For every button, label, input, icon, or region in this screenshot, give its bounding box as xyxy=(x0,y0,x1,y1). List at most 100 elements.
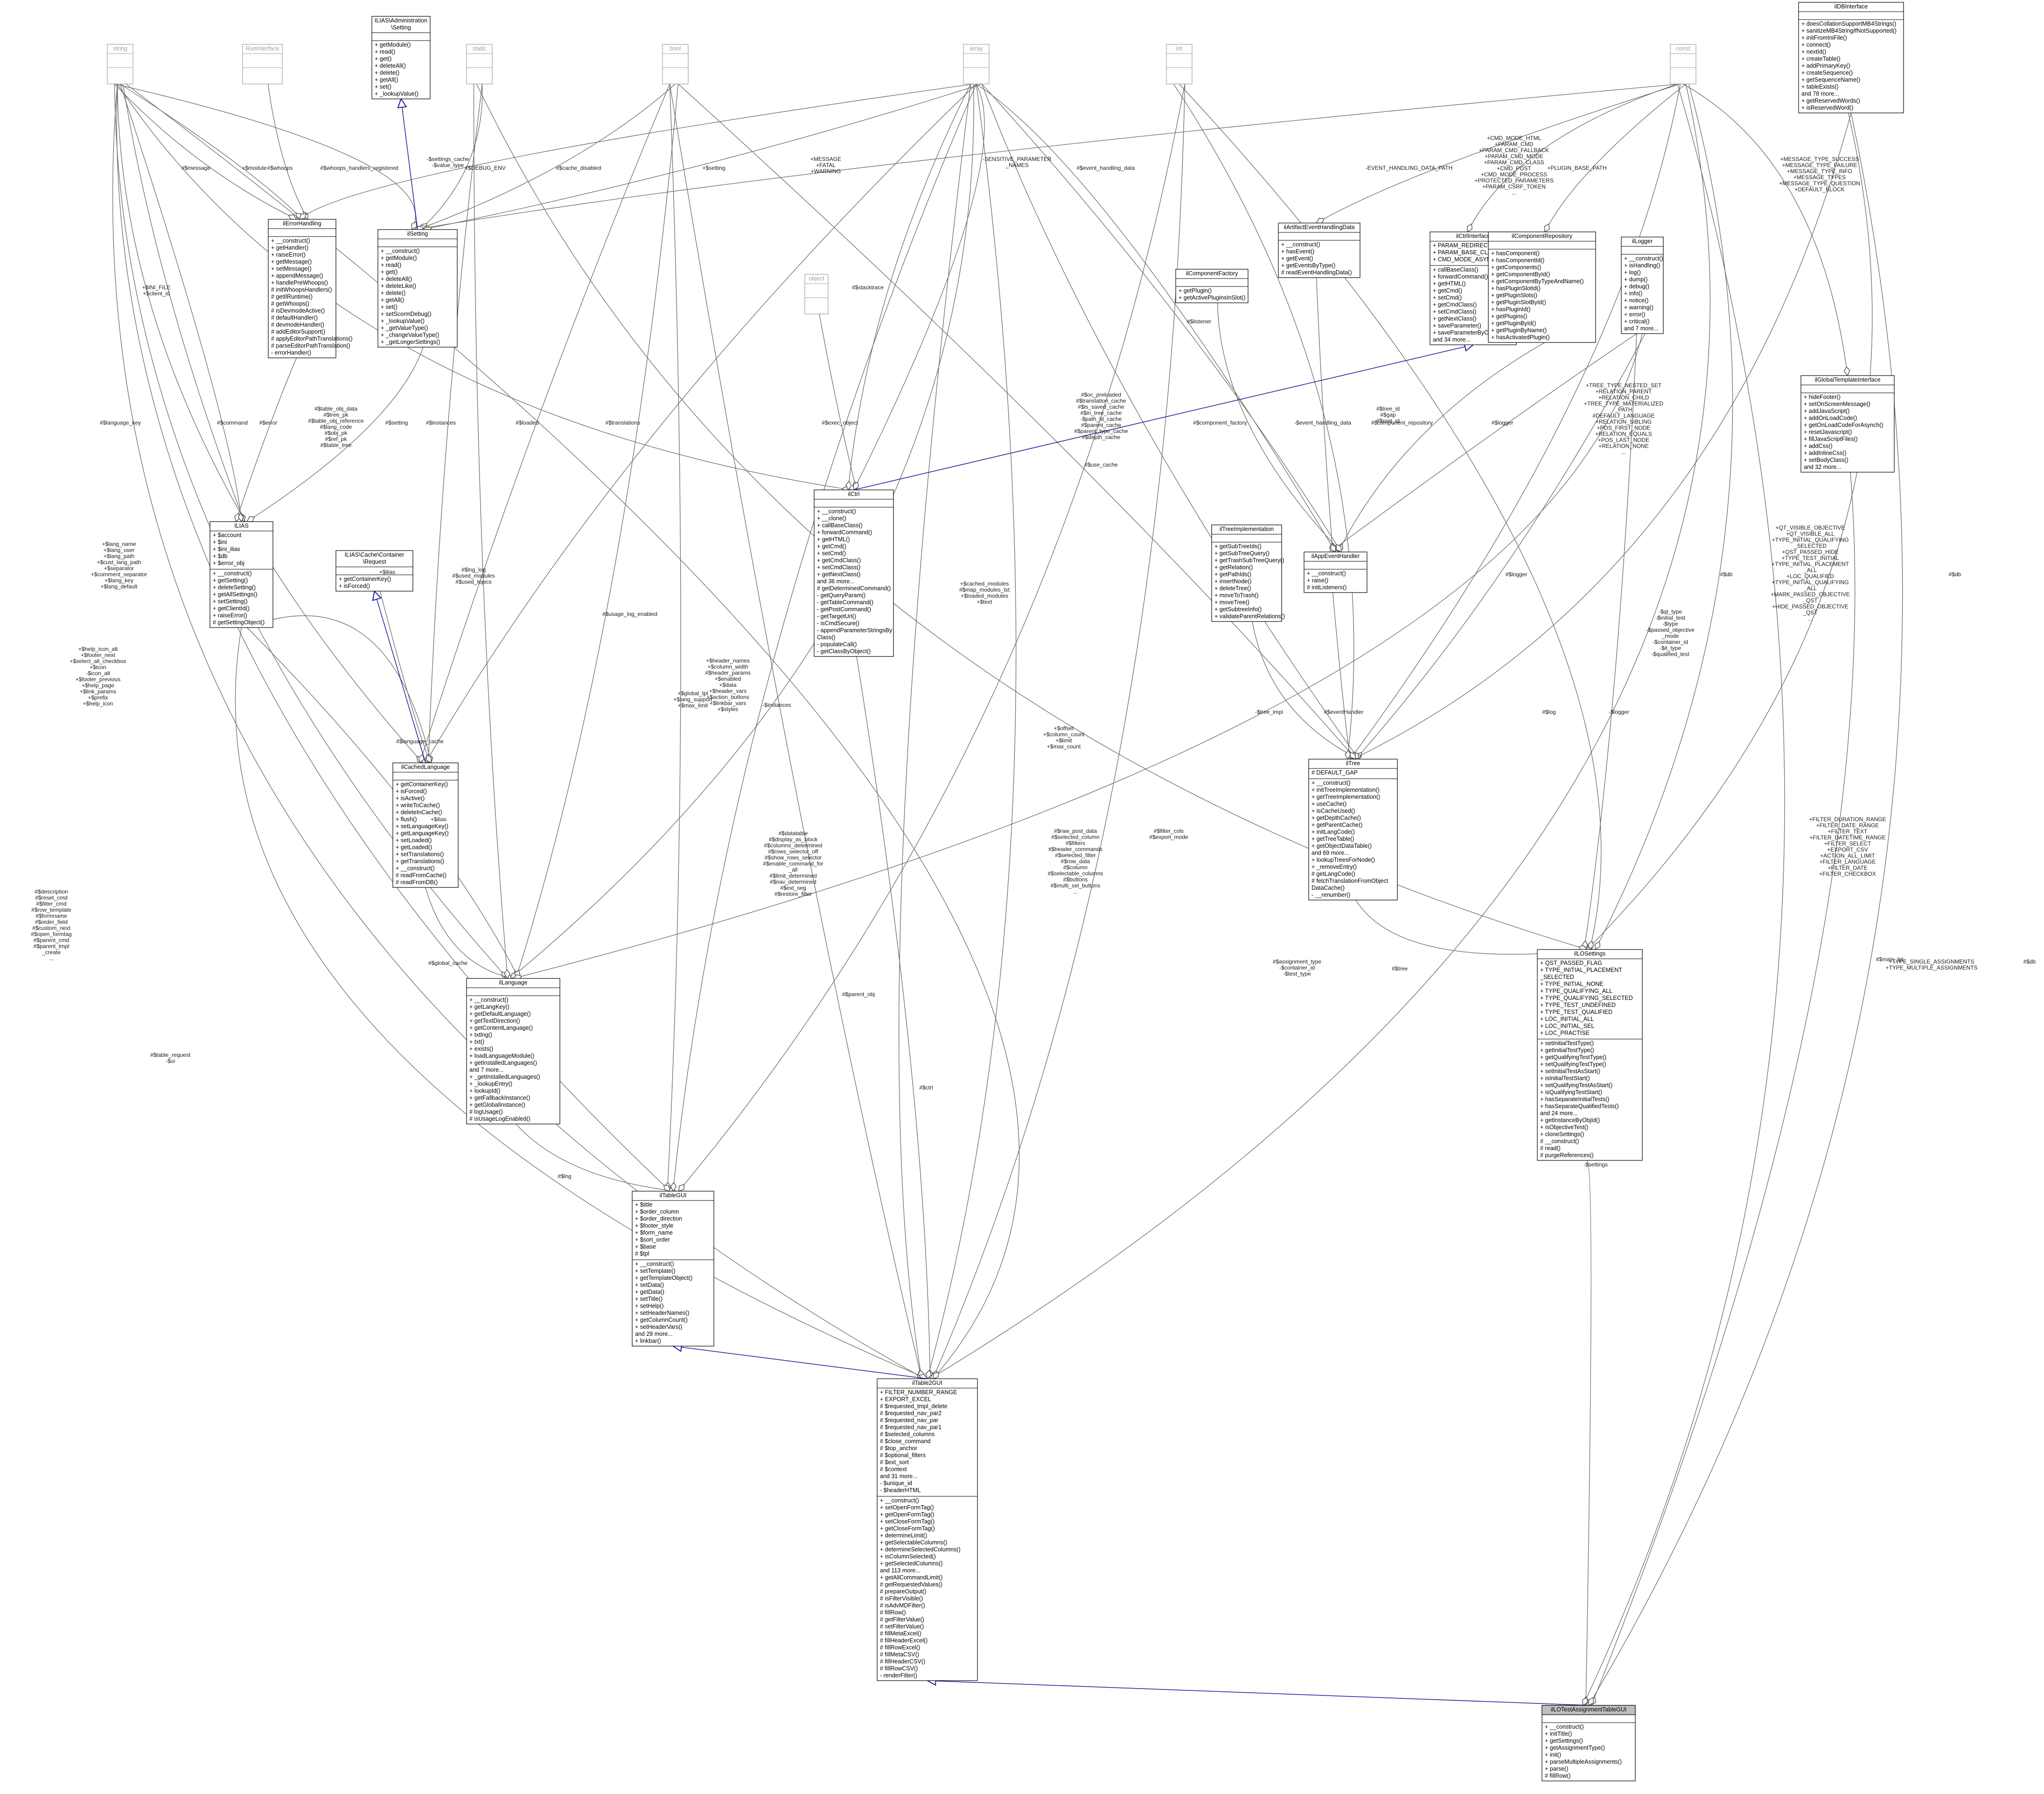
class-ilsetting: ilSetting+ __construct()+ getModule()+ r… xyxy=(377,229,458,348)
class-method: - errorHandler() xyxy=(271,349,311,356)
class-method: + addJavaScript() xyxy=(1804,408,1849,414)
class-attribute: + $footer_style xyxy=(635,1222,673,1229)
class-method: + __construct() xyxy=(1624,255,1663,262)
edge-label: +$global_tpl+$lang_support+$max_limit xyxy=(673,690,712,709)
class-method: # purgeReferences() xyxy=(1540,1152,1594,1159)
class-method: # isFilterVisible() xyxy=(880,1595,923,1602)
association-edge xyxy=(1468,84,1678,232)
edge-label: #$main_tpl xyxy=(1876,956,1904,963)
class-method: + getCmdClass() xyxy=(817,557,861,564)
edge-label-line: #$selected_column xyxy=(1051,834,1099,840)
class-title: ILIAS xyxy=(234,523,249,529)
class-method: # fillRow() xyxy=(880,1609,906,1616)
class-box xyxy=(377,229,458,348)
edge-label-line: #$map_modules_txt xyxy=(959,586,1010,593)
edge-label-line: +CMD_POST xyxy=(1497,165,1531,172)
class-method: + getSettings() xyxy=(1545,1738,1583,1744)
edge-label-line: #$rows_selector_off xyxy=(768,848,818,855)
edge-label-line: +$icon xyxy=(90,664,106,670)
class-method: + loadLanguageModule() xyxy=(469,1053,534,1059)
class-method: + setTemplate() xyxy=(635,1268,676,1274)
edge-label-line: +$data xyxy=(719,682,736,688)
association-edge xyxy=(379,591,432,763)
class-method: + insertNode() xyxy=(1214,578,1252,585)
class-method: + getActivePluginsInSlot() xyxy=(1179,294,1245,301)
class-attribute: + FILTER_NUMBER_RANGE xyxy=(880,1389,957,1396)
edge-label: +$cached_modules#$map_modules_txt+$loade… xyxy=(959,580,1010,605)
class-attribute: # $ext_sort xyxy=(880,1459,909,1466)
class-method: + getCmdClass() xyxy=(1433,301,1477,308)
edge-label: #$tree xyxy=(1392,965,1408,972)
class-title: ilSetting xyxy=(407,230,428,237)
edge-label-line: #$parent_type_cache xyxy=(1074,428,1128,434)
association-edge xyxy=(476,84,1587,949)
class-box xyxy=(804,274,829,314)
class-method: - getClassByObject() xyxy=(817,648,871,655)
class-method: + raiseError() xyxy=(271,251,306,258)
class-method: + getPluginSlots() xyxy=(1491,292,1537,299)
edge-label: #$event_handling_data xyxy=(1077,165,1135,171)
edge-label-line: #$exec_object xyxy=(822,419,858,426)
edge-label: #$whoops_handlers_registered xyxy=(320,165,398,171)
class-method: + parse() xyxy=(1545,1766,1568,1772)
class-method: and 7 more... xyxy=(1624,325,1659,332)
edge-label: +TYPE_SINGLE_ASSIGNMENTS+TYPE_MULTIPLE_A… xyxy=(1886,958,1978,971)
edge-label-line: _create xyxy=(42,949,61,956)
edge-label-line: #$parent_obj xyxy=(842,991,875,998)
class-method: + getPluginSlotById() xyxy=(1491,299,1546,306)
edge-label-line: -$value_type xyxy=(432,162,464,168)
class-box xyxy=(1798,2,1904,113)
edge-label-line: +$help_page xyxy=(82,682,114,689)
association-edge xyxy=(267,84,308,219)
class-method: + setHeaderNames() xyxy=(635,1310,689,1316)
class-title: array xyxy=(970,45,983,52)
edge-label-line: #$header_params xyxy=(705,670,750,676)
edge-label-line: -$path_id_cache xyxy=(1081,416,1122,422)
association-edge xyxy=(1316,277,1333,552)
class-method: # isUsageLogEnabled() xyxy=(469,1116,530,1122)
class-method: # getLangCode() xyxy=(1312,871,1355,877)
edge-label-line: #$tree_id xyxy=(1376,405,1400,412)
class-title: bool xyxy=(670,45,681,52)
class-box xyxy=(392,762,459,888)
class-attribute: + $title xyxy=(635,1201,652,1208)
edge-label-line: +$footer_next xyxy=(81,652,115,658)
edge-label-line: #$table_obj_reference xyxy=(308,418,364,424)
edge-label-line: #$raw_post_data xyxy=(1054,828,1097,834)
class-box xyxy=(466,44,493,84)
class-title: ilTree xyxy=(1346,760,1360,767)
class-method: and 24 more... xyxy=(1540,1110,1578,1117)
association-edge xyxy=(1217,302,1341,552)
class-title: ilErrorHandling xyxy=(283,220,321,227)
class-method: + getComponentByTypeAndName() xyxy=(1491,278,1584,285)
class-iltablegui: ilTableGUI+ $title+ $order_column+ $orde… xyxy=(632,1191,714,1347)
class-attribute: _SELECTED xyxy=(1540,974,1574,980)
class-method: + _getValueType() xyxy=(381,325,428,331)
class-title: string xyxy=(113,45,127,52)
class-method: + getDepthCache() xyxy=(1312,815,1361,821)
class-method: # __construct() xyxy=(1540,1138,1579,1145)
class-method: # isDevmodeActive() xyxy=(271,307,325,314)
edge-label: +QT_VISIBLE_OBJECTIVE+QT_VISIBLE_ALL+TYP… xyxy=(1771,524,1850,622)
association-edge xyxy=(928,84,1017,1379)
class-attribute: # $optional_filters xyxy=(880,1452,926,1459)
class-method: + isCacheUsed() xyxy=(1312,808,1355,814)
class-method: - getTableCommand() xyxy=(817,599,873,606)
edge-label-line: #$db xyxy=(2023,958,2036,965)
class-method: + getContainerKey() xyxy=(396,781,448,788)
class-method: + getObjectDataTable() xyxy=(1312,843,1372,849)
edge-label-line: #$instances xyxy=(426,419,456,426)
class-method: + tableExists() xyxy=(1801,84,1839,90)
class-method: + getDefaultLanguage() xyxy=(469,1011,531,1017)
class-attribute: and 31 more... xyxy=(880,1473,918,1480)
edge-label: #$translations xyxy=(606,419,641,426)
class-title: ilDBInterface xyxy=(1835,3,1868,10)
class-method: + _lookupValue() xyxy=(375,91,419,97)
edge-label-line: #$oc_preloaded xyxy=(1081,391,1121,398)
association-edge xyxy=(420,84,483,230)
edge-label: #$lng_log#$used_modules#$used_topics xyxy=(452,566,495,585)
class-box xyxy=(1304,551,1367,593)
association-edge xyxy=(668,84,681,1191)
class-method: + hideFooter() xyxy=(1804,394,1841,400)
edge-label-line: +CMD_MODE_PROCESS xyxy=(1481,171,1547,178)
